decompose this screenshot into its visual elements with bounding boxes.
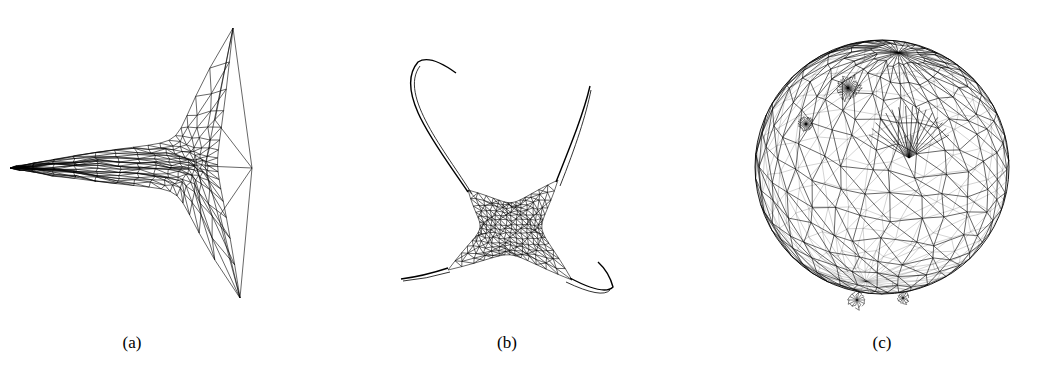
star-mesh [401, 60, 613, 293]
sphere-mesh [755, 40, 1009, 310]
subfigure-label: (a) [123, 333, 142, 353]
subfigure-label: (c) [873, 333, 892, 353]
subfigure-label: (b) [497, 333, 517, 353]
triangle-mesh [10, 28, 252, 298]
